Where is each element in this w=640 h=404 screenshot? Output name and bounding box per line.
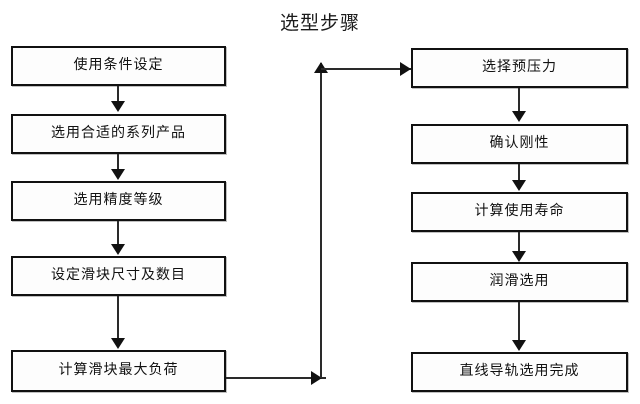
node-label: 选用合适的系列产品: [51, 125, 186, 141]
node-calc-max-load[interactable]: 计算滑块最大负荷: [11, 350, 226, 392]
arrow-down-icon-l4-l5: [111, 338, 125, 349]
node-select-preload[interactable]: 选择预压力: [411, 48, 628, 88]
node-label: 润滑选用: [489, 273, 550, 289]
arrow-right-icon-bridge-bottom: [311, 371, 322, 385]
node-label: 确认刚性: [489, 135, 550, 151]
diagram-title: 选型步骤: [279, 12, 360, 34]
node-label: 使用条件设定: [73, 57, 164, 73]
node-use-condition-setting[interactable]: 使用条件设定: [11, 46, 226, 86]
connector-l1-l2-line: [117, 86, 119, 104]
node-select-accuracy-grade[interactable]: 选用精度等级: [11, 181, 226, 221]
connector-l4-l5-line: [117, 296, 119, 340]
node-label: 计算滑块最大负荷: [58, 362, 179, 378]
arrow-down-icon-l2-l3: [111, 169, 125, 180]
arrow-down-icon-r3-r4: [512, 251, 526, 262]
connector-r1-r2-line: [518, 88, 520, 113]
arrow-up-icon-bridge: [314, 62, 328, 73]
node-calc-service-life[interactable]: 计算使用寿命: [411, 192, 628, 232]
node-select-series-product[interactable]: 选用合适的系列产品: [11, 114, 226, 154]
node-label: 设定滑块尺寸及数目: [51, 267, 186, 283]
connector-l3-l4-line: [117, 221, 119, 246]
connector-l2-l3-line: [117, 154, 119, 172]
connector-r2-r3-line: [518, 164, 520, 182]
node-label: 选择预压力: [482, 59, 557, 75]
connector-bridge-vertical: [320, 63, 322, 378]
arrow-down-icon-l3-l4: [111, 244, 125, 255]
connector-r3-r4-line: [518, 232, 520, 254]
node-lubrication-selection[interactable]: 润滑选用: [411, 262, 628, 302]
arrow-down-icon-r4-r5: [512, 340, 526, 351]
connector-bridge-top-horizontal: [321, 68, 413, 70]
node-label: 计算使用寿命: [474, 203, 565, 219]
connector-bridge-bottom-horizontal: [226, 377, 326, 379]
arrow-down-icon-l1-l2: [111, 101, 125, 112]
arrow-right-icon-bridge-top: [400, 62, 411, 76]
arrow-down-icon-r2-r3: [512, 180, 526, 191]
node-label: 直线导轨选用完成: [459, 363, 580, 379]
node-label: 选用精度等级: [73, 192, 164, 208]
arrow-down-icon-r1-r2: [512, 111, 526, 122]
node-set-block-size-quantity[interactable]: 设定滑块尺寸及数目: [11, 256, 226, 296]
node-confirm-rigidity[interactable]: 确认刚性: [411, 124, 628, 164]
connector-r4-r5-line: [518, 302, 520, 342]
node-guide-selection-complete[interactable]: 直线导轨选用完成: [411, 352, 628, 392]
